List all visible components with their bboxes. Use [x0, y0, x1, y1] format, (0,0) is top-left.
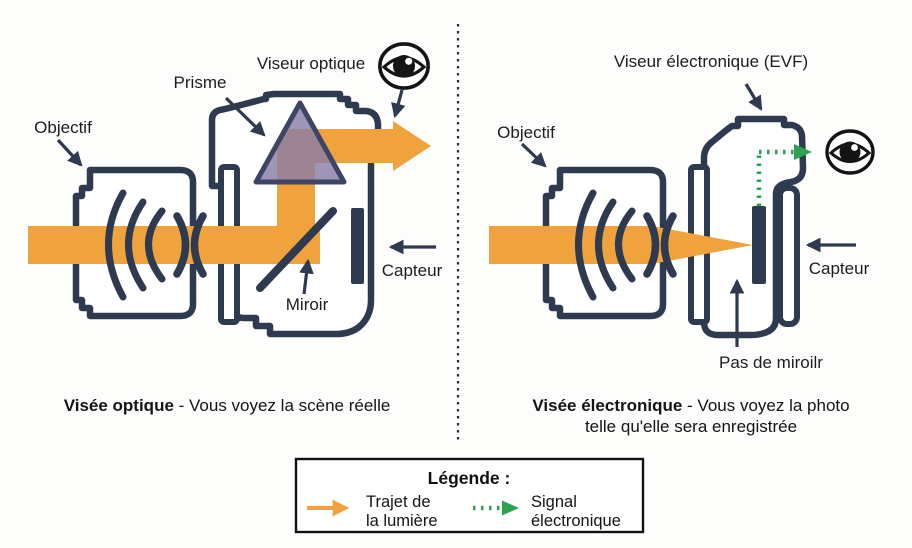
legend-signal-line1: Signal — [531, 493, 577, 511]
no-mirror-label: Pas de miroilr — [719, 353, 823, 372]
dslr-diagram: Viseur optique Prisme Objectif Miroir Ca… — [28, 42, 443, 415]
legend-signal-line2: électronique — [531, 512, 621, 530]
prism-shape — [253, 100, 347, 185]
prism-arrow — [224, 96, 266, 137]
dslr-light-path — [28, 121, 431, 264]
mirrorless-caption-line2: telle qu'elle sera enregistrée — [585, 417, 797, 436]
mirrorless-light-path — [489, 226, 753, 264]
lens-label: Objectif — [34, 118, 92, 137]
green-dotted-arrow-right-icon — [473, 500, 519, 516]
lens-arrow — [56, 138, 83, 167]
legend-title: Légende : — [428, 468, 511, 488]
eye-icon — [378, 42, 430, 90]
legend-light-line2: la lumière — [366, 512, 438, 530]
legend-box — [294, 457, 645, 534]
evf-label: Viseur électronique (EVF) — [614, 52, 808, 71]
lens-arrow — [520, 142, 547, 168]
lens-label: Objectif — [497, 123, 555, 142]
mirror-label: Miroir — [286, 295, 329, 314]
sensor-label: Capteur — [809, 259, 870, 278]
mirror-arrow — [299, 258, 314, 295]
mirrorless-diagram: Viseur électronique (EVF) Objectif Capte… — [489, 52, 875, 436]
eye-icon — [825, 129, 875, 175]
prism-label: Prisme — [174, 73, 227, 92]
mirrorless-sensor-shape — [752, 206, 766, 284]
sensor-label: Capteur — [382, 261, 443, 280]
viewfinder-label: Viseur optique — [257, 54, 365, 73]
mirrorless-caption: Visée électronique - Vous voyez la photo — [532, 396, 849, 415]
evf-arrow — [744, 83, 763, 111]
mirrorless-rear-screen — [777, 185, 800, 327]
signal-path — [756, 144, 812, 206]
legend-light-line1: Trajet de — [366, 493, 431, 511]
mirror-shape — [256, 207, 337, 292]
dslr-sensor-shape — [351, 208, 364, 284]
viewfinder-arrow — [391, 89, 406, 119]
dslr-caption: Visée optique - Vous voyez la scène réel… — [64, 396, 391, 415]
legend: Légende : Trajet de la lumière Signal él… — [294, 457, 645, 534]
